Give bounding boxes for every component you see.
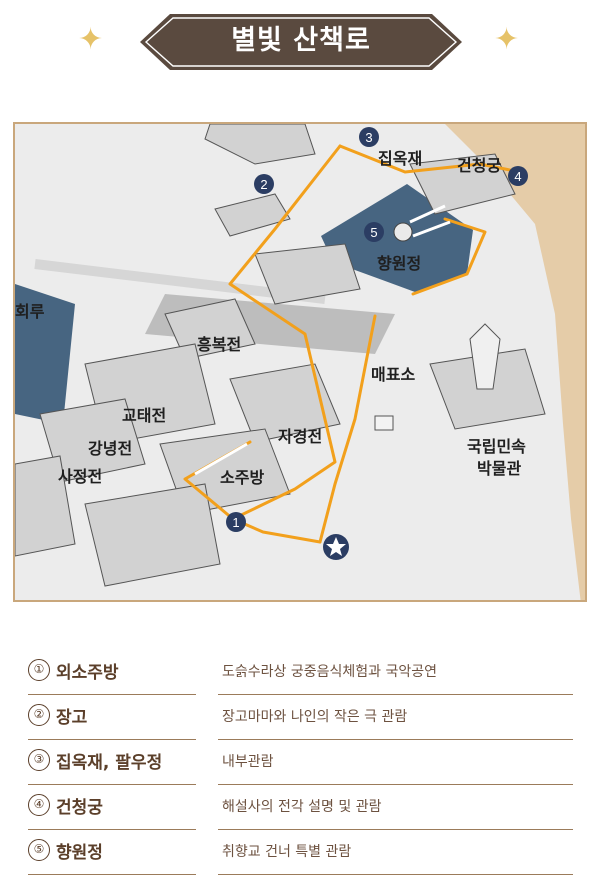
gyeonghoeru-pond xyxy=(15,284,75,424)
map-svg: 1 2 3 4 5 집옥재 건청궁 향원정 흥복전 매표소 교태전 자경전 강녕… xyxy=(15,124,585,600)
route-arrow xyxy=(409,204,446,224)
title-banner: 별빛 산책로 ✦ ✦ xyxy=(0,0,602,90)
sparkle-icon-left: ✦ xyxy=(78,22,104,57)
label-jibokjae: 집옥재 xyxy=(378,149,422,168)
legend-name: 장고 xyxy=(56,708,88,728)
building-jagyeongjeon xyxy=(229,363,341,443)
marker-1[interactable]: 1 xyxy=(226,512,246,532)
legend-number: ⑤ xyxy=(28,839,50,861)
marker-4-label: 4 xyxy=(514,169,521,184)
marker-3-label: 3 xyxy=(365,130,372,145)
legend-desc-cell: 장고마마와 나인의 작은 극 관람 xyxy=(218,694,573,740)
label-hoeru: 회루 xyxy=(15,302,45,321)
building-west xyxy=(15,455,76,557)
legend-number: ② xyxy=(28,704,50,726)
marker-2-label: 2 xyxy=(260,177,267,192)
marker-5[interactable]: 5 xyxy=(364,222,384,242)
legend-name-cell: ③ 집옥재, 팔우정 xyxy=(28,739,196,785)
page-title: 별빛 산책로 xyxy=(231,25,371,56)
building-north-court xyxy=(254,243,361,305)
legend-number: ④ xyxy=(28,794,50,816)
legend-number: ③ xyxy=(28,749,50,771)
star-icon xyxy=(326,537,346,556)
legend-row: ④ 건청궁 해설사의 전각 설명 및 관람 xyxy=(28,785,573,830)
label-heungbokjeon: 흥복전 xyxy=(197,335,241,354)
legend-desc: 내부관람 xyxy=(222,754,274,770)
building-heungbokjeon xyxy=(164,298,256,360)
hyangwonjeong-pavilion xyxy=(393,222,413,242)
route-path xyxy=(411,217,487,296)
label-sajeongjeon: 사정전 xyxy=(58,468,102,486)
legend-name: 집옥재, 팔우정 xyxy=(56,753,163,773)
stop-legend: ① 외소주방 도슭수라상 궁중음식체험과 국악공연 ② 장고 장고마마와 나인의… xyxy=(28,650,573,875)
label-museum-line1: 국립민속 xyxy=(467,438,526,456)
label-jagyeongjeon: 자경전 xyxy=(278,428,322,446)
legend-name: 향원정 xyxy=(56,843,103,863)
legend-desc: 취향교 건너 특별 관람 xyxy=(222,844,352,860)
legend-name: 외소주방 xyxy=(56,663,119,683)
marker-1-label: 1 xyxy=(232,515,239,530)
legend-desc-cell: 해설사의 전각 설명 및 관람 xyxy=(218,784,573,830)
label-sojubang: 소주방 xyxy=(220,469,264,487)
start-star-marker[interactable] xyxy=(323,534,349,560)
marker-2[interactable]: 2 xyxy=(254,174,274,194)
route-arrow xyxy=(194,442,248,476)
marker-5-label: 5 xyxy=(370,225,377,240)
route-arrow xyxy=(412,220,451,238)
sparkle-icon-right: ✦ xyxy=(494,22,520,57)
legend-desc-cell: 내부관람 xyxy=(218,739,573,785)
marker-4[interactable]: 4 xyxy=(508,166,528,186)
palace-map: 1 2 3 4 5 집옥재 건청궁 향원정 흥복전 매표소 교태전 자경전 강녕… xyxy=(13,122,587,602)
label-maepyoso: 매표소 xyxy=(371,366,415,384)
legend-desc-cell: 취향교 건너 특별 관람 xyxy=(218,829,573,875)
legend-row: ③ 집옥재, 팔우정 내부관람 xyxy=(28,740,573,785)
marker-3[interactable]: 3 xyxy=(359,127,379,147)
route-path xyxy=(338,144,522,174)
legend-row: ⑤ 향원정 취향교 건너 특별 관람 xyxy=(28,830,573,875)
legend-name-cell: ② 장고 xyxy=(28,694,196,740)
legend-desc: 해설사의 전각 설명 및 관람 xyxy=(222,799,382,815)
label-gangnyeongjeon: 강녕전 xyxy=(88,439,132,458)
label-geoncheonggung: 건청궁 xyxy=(457,156,501,175)
legend-row: ② 장고 장고마마와 나인의 작은 극 관람 xyxy=(28,695,573,740)
legend-desc: 도슭수라상 궁중음식체험과 국악공연 xyxy=(222,664,437,680)
legend-number: ① xyxy=(28,659,50,681)
label-gyotaejeon: 교태전 xyxy=(122,407,166,425)
legend-desc: 장고마마와 나인의 작은 극 관람 xyxy=(222,709,408,725)
label-hyangwonjeong: 향원정 xyxy=(377,254,421,273)
building-jangu xyxy=(214,193,291,237)
ticket-booth xyxy=(374,415,394,431)
legend-name-cell: ⑤ 향원정 xyxy=(28,829,196,875)
legend-desc-cell: 도슭수라상 궁중음식체험과 국악공연 xyxy=(218,649,573,695)
building-jibokjae-area xyxy=(204,124,316,165)
outside-area xyxy=(445,124,585,600)
legend-name-cell: ④ 건청궁 xyxy=(28,784,196,830)
building-sajeongjeon-south xyxy=(84,483,221,587)
route-path xyxy=(228,144,342,521)
legend-name: 건청궁 xyxy=(56,798,103,818)
legend-name-cell: ① 외소주방 xyxy=(28,649,196,695)
museum-pagoda xyxy=(469,323,501,390)
label-museum-line2: 박물관 xyxy=(477,459,521,478)
route-path xyxy=(318,314,377,544)
banner-shape xyxy=(140,14,462,70)
legend-row: ① 외소주방 도슭수라상 궁중음식체험과 국악공연 xyxy=(28,650,573,695)
